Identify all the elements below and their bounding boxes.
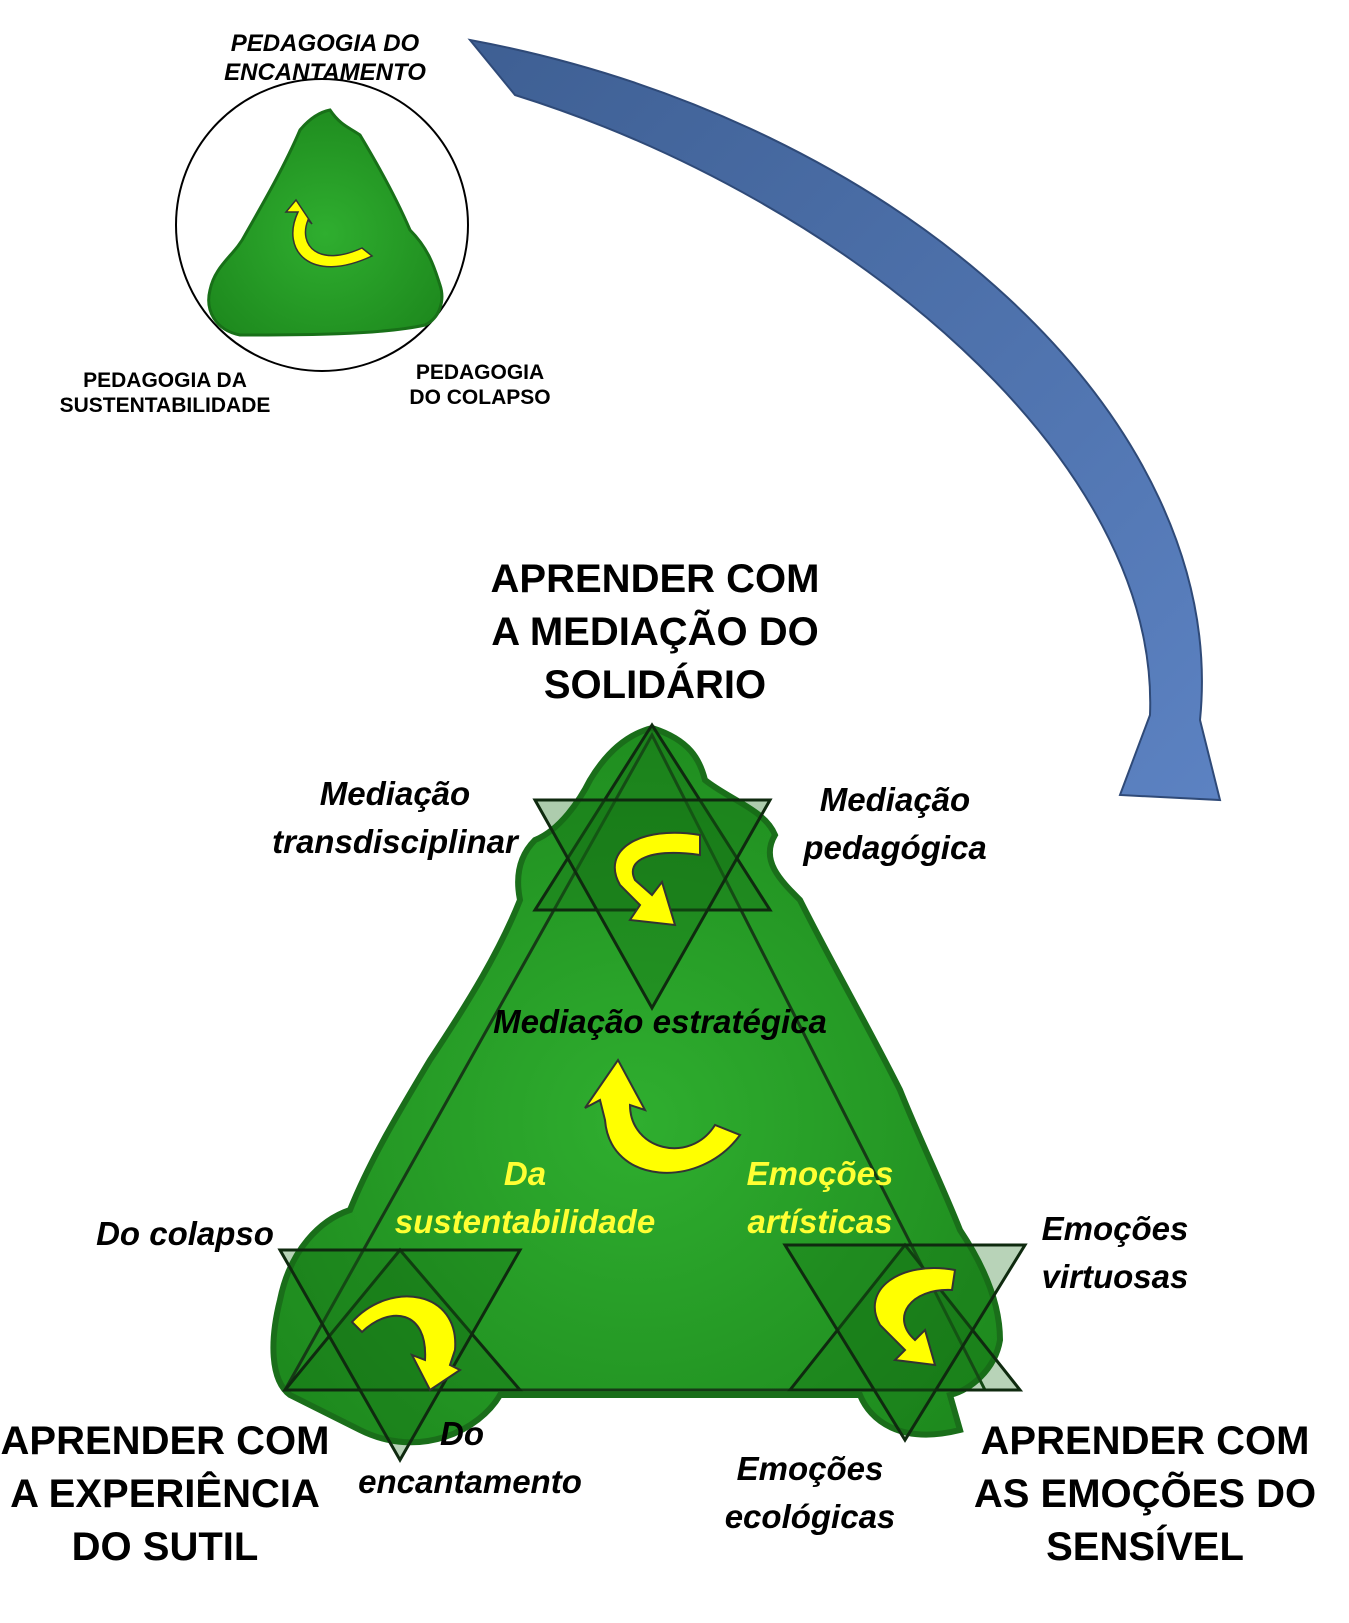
small-top-label: PEDAGOGIA DO ENCANTAMENTO xyxy=(224,30,426,86)
right-lower-label: Emoções ecológicas xyxy=(724,1450,896,1535)
left-hexagram xyxy=(277,1247,524,1464)
right-cycle-arrow-icon xyxy=(873,1267,957,1367)
inner-left-label: Da sustentabilidade xyxy=(394,1155,656,1240)
top-title: APRENDER COM A MEDIAÇÃO DO SOLIDÁRIO xyxy=(490,557,820,708)
top-right-label: Mediação pedagógica xyxy=(803,781,987,866)
small-left-label: PEDAGOGIA DA SUSTENTABILIDADE xyxy=(59,369,271,418)
right-title: APRENDER COM AS EMOÇÕES DO SENSÍVEL xyxy=(973,1419,1317,1570)
connecting-arrow-icon xyxy=(467,38,1222,802)
inner-right-label: Emoções artísticas xyxy=(746,1155,894,1240)
small-fractal-triangle xyxy=(207,108,444,337)
small-right-label: PEDAGOGIA DO COLAPSO xyxy=(409,361,551,410)
large-diagram xyxy=(270,722,1028,1464)
small-cycle-arrow-icon xyxy=(284,198,374,268)
right-upper-label: Emoções virtuosas xyxy=(1041,1210,1189,1295)
top-cycle-arrow-icon xyxy=(613,831,701,927)
left-cycle-arrow-icon xyxy=(350,1295,462,1392)
center-label: Mediação estratégica xyxy=(493,1003,827,1040)
large-fractal-triangle xyxy=(270,724,1004,1446)
left-title: APRENDER COM A EXPERIÊNCIA DO SUTIL xyxy=(0,1419,330,1570)
small-diagram xyxy=(175,78,469,372)
bottom-left-outer-label: Do colapso xyxy=(96,1215,274,1252)
top-left-label: Mediação transdisciplinar xyxy=(272,775,518,860)
bottom-left-inner-label: Do encantamento xyxy=(358,1415,582,1500)
center-cycle-arrow-icon xyxy=(584,1058,742,1174)
main-triangle xyxy=(282,731,988,1392)
